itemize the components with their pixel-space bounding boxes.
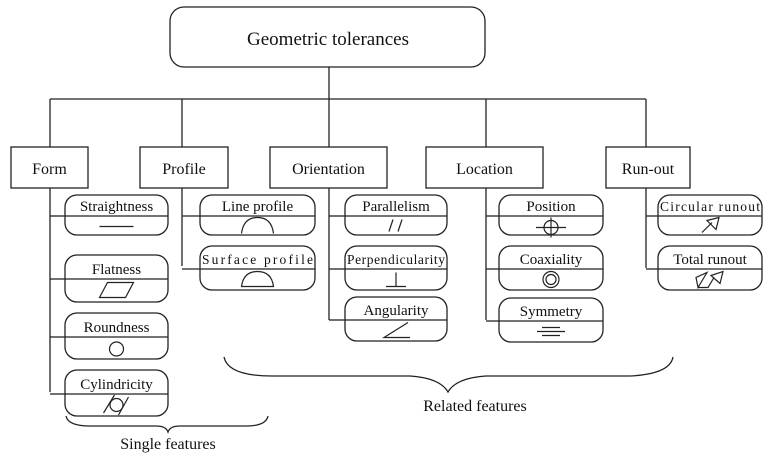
item-label: Straightness xyxy=(80,199,153,215)
category-label: Form xyxy=(32,161,67,178)
surface-profile-icon xyxy=(240,270,275,288)
item-box xyxy=(657,245,763,291)
tolerance-item-cylindricity: Cylindricity xyxy=(64,369,169,417)
item-label: Position xyxy=(526,199,576,215)
circular-runout-icon xyxy=(701,216,720,233)
total-runout-icon xyxy=(695,270,724,290)
category-profile: Profile xyxy=(139,146,229,189)
tolerance-item-flatness: Flatness xyxy=(64,254,169,303)
category-label: Location xyxy=(456,161,513,178)
item-label: Flatness xyxy=(92,262,141,278)
tolerance-item-line-profile: Line profile xyxy=(199,194,316,236)
coaxiality-icon xyxy=(542,270,560,289)
single-features-label: Single features xyxy=(120,436,216,453)
tolerance-item-parallelism: Parallelism xyxy=(344,194,448,236)
item-box xyxy=(498,297,604,343)
root-label: Geometric tolerances xyxy=(247,29,409,50)
tolerance-item-surface-profile: Surface profile xyxy=(199,245,316,291)
item-label: Perpendicularity xyxy=(347,252,445,267)
item-label: Cylindricity xyxy=(80,377,153,393)
symmetry-icon xyxy=(537,326,565,337)
tolerance-item-position: Position xyxy=(498,194,604,238)
tolerance-item-roundness: Roundness xyxy=(64,312,169,360)
tolerance-item-perpendicularity: Perpendicularity xyxy=(344,245,448,291)
tolerance-item-coaxiality: Coaxiality xyxy=(498,245,604,291)
item-label: Line profile xyxy=(222,199,294,215)
connectors xyxy=(49,67,647,392)
child-stubs xyxy=(50,215,658,395)
item-box xyxy=(64,312,169,360)
root-node: Geometric tolerances xyxy=(169,6,486,68)
tolerance-item-total-runout: Total runout xyxy=(657,245,763,291)
tolerance-item-angularity: Angularity xyxy=(344,296,448,342)
item-box xyxy=(64,369,169,417)
item-label: Coaxiality xyxy=(520,252,583,268)
roundness-icon xyxy=(108,341,125,357)
item-label: Angularity xyxy=(364,303,429,319)
item-label: Total runout xyxy=(673,252,747,268)
item-box xyxy=(344,194,448,236)
tolerance-item-symmetry: Symmetry xyxy=(498,297,604,343)
related-features-label: Related features xyxy=(423,398,527,415)
tolerance-item-straightness: Straightness xyxy=(64,194,169,236)
item-box xyxy=(344,296,448,342)
tolerance-items: StraightnessFlatnessRoundnessCylindricit… xyxy=(64,194,763,417)
category-label: Run-out xyxy=(622,161,675,178)
item-box xyxy=(657,194,763,236)
item-label: Roundness xyxy=(84,320,150,336)
item-box xyxy=(199,194,316,236)
category-form: Form xyxy=(10,146,89,189)
item-label: Surface profile xyxy=(202,252,313,267)
item-label: Parallelism xyxy=(362,199,430,215)
parallelism-icon xyxy=(388,219,403,232)
category-orientation: Orientation xyxy=(269,146,388,189)
category-label: Profile xyxy=(162,161,206,178)
position-icon xyxy=(536,217,566,238)
item-label: Circular runout xyxy=(660,199,760,214)
single-features-brace: Single features xyxy=(65,415,269,453)
flatness-icon xyxy=(98,281,135,299)
tolerance-item-circular-runout: Circular runout xyxy=(657,194,763,236)
category-location: Location xyxy=(425,146,544,189)
item-box xyxy=(498,245,604,291)
cylindricity-icon xyxy=(102,394,130,416)
item-box xyxy=(64,194,169,236)
category-runout: Run-out xyxy=(605,146,691,189)
perpendicularity-icon xyxy=(386,272,406,288)
related-features-brace: Related features xyxy=(223,356,674,415)
category-label: Orientation xyxy=(292,161,365,178)
line-profile-icon xyxy=(240,216,275,234)
item-box xyxy=(344,245,448,291)
item-box xyxy=(199,245,316,291)
angularity-icon xyxy=(381,321,410,339)
item-label: Symmetry xyxy=(520,304,583,320)
